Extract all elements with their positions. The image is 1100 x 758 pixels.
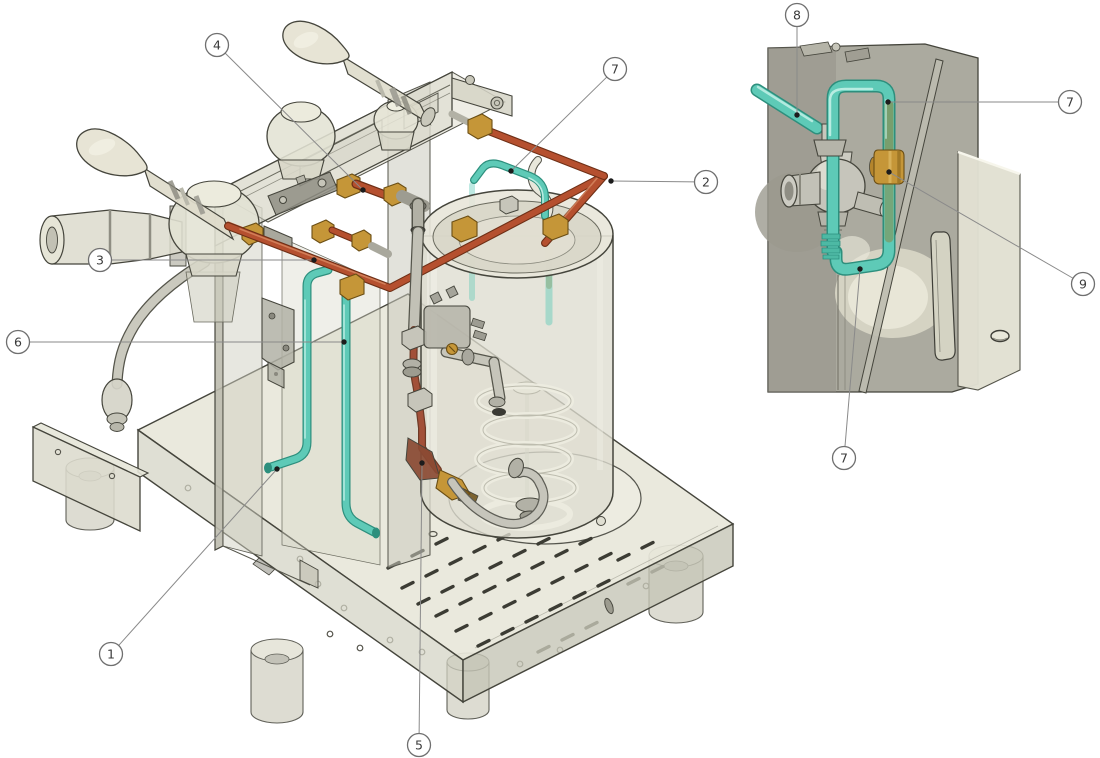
- callout-6: 6: [7, 331, 347, 354]
- callout-leader-line: [225, 53, 363, 190]
- callout-balloon: [7, 331, 30, 354]
- callout-3: 3: [89, 249, 317, 272]
- callout-number: 8: [793, 7, 801, 22]
- callout-balloon: [833, 447, 856, 470]
- callout-number: 7: [611, 61, 619, 76]
- brew-groups: [40, 21, 438, 431]
- callout-target-dot: [508, 168, 514, 174]
- callout-7: 7: [885, 91, 1081, 114]
- callout-number: 2: [702, 174, 710, 189]
- callout-leader-line: [119, 469, 277, 645]
- left-portafilter-handle: [77, 129, 233, 239]
- callout-target-dot: [886, 169, 892, 175]
- callout-target-dot: [311, 257, 317, 263]
- callout-target-dot: [885, 99, 891, 105]
- callout-balloon: [604, 58, 627, 81]
- callout-9: 9: [886, 169, 1094, 295]
- steam-wand: [102, 262, 205, 432]
- detail-brass-tee: [870, 150, 905, 184]
- callout-balloon: [1072, 273, 1095, 296]
- callout-number: 1: [107, 646, 115, 661]
- callout-target-dot: [608, 178, 614, 184]
- lower-copper-column: [402, 326, 543, 524]
- callout-leader-line: [845, 269, 860, 447]
- frame-corner-bracket: [452, 76, 512, 117]
- callout-target-dot: [341, 339, 347, 345]
- callout-balloon: [89, 249, 112, 272]
- callout-7: 7: [833, 266, 863, 469]
- side-bracket: [262, 298, 294, 388]
- pressurestat: [424, 286, 487, 355]
- callout-number: 6: [14, 334, 22, 349]
- callout-number: 9: [1079, 276, 1087, 291]
- drip-tray-front-panel: [33, 423, 148, 531]
- callout-number: 4: [213, 37, 221, 52]
- callout-number: 7: [1066, 94, 1074, 109]
- callout-balloon: [206, 34, 229, 57]
- base-skirt-right: [463, 524, 733, 702]
- callout-leader-line: [889, 172, 1073, 278]
- copper-pipes-main: [228, 114, 604, 524]
- callout-balloon: [408, 734, 431, 757]
- detail-front-panel: [958, 152, 1020, 390]
- callout-balloon: [786, 4, 809, 27]
- callout-leader-line: [611, 181, 695, 182]
- callout-balloon: [1059, 91, 1082, 114]
- left-handle-knob: [77, 129, 147, 176]
- callout-number: 3: [96, 252, 104, 267]
- callout-leader-line: [419, 463, 422, 734]
- callout-target-dot: [274, 466, 280, 472]
- callout-leader-line: [511, 77, 607, 171]
- callout-target-dot: [794, 112, 800, 118]
- callout-number: 5: [415, 737, 423, 752]
- mid-panel: [282, 238, 380, 565]
- callout-1: 1: [100, 466, 280, 665]
- right-handle-knob: [283, 21, 349, 64]
- teal-pipes-main: [264, 163, 545, 539]
- callout-balloon: [100, 643, 123, 666]
- callout-7: 7: [508, 58, 626, 174]
- callout-4: 4: [206, 34, 366, 193]
- right-group-head: [267, 102, 335, 179]
- left-side-tap: [40, 206, 186, 266]
- callout-5: 5: [408, 460, 431, 756]
- detail-view: [755, 42, 1020, 393]
- machine-base: [33, 294, 733, 723]
- callout-balloon: [695, 171, 718, 194]
- callout-target-dot: [419, 460, 425, 466]
- callout-target-dot: [857, 266, 863, 272]
- callout-2: 2: [608, 171, 717, 194]
- callout-target-dot: [360, 187, 366, 193]
- right-portafilter-handle: [283, 21, 438, 128]
- callout-layer: 1 2 3 4 5 6 7 7 7 8 9: [7, 4, 1095, 757]
- detail-teal-loop: [814, 86, 904, 269]
- callout-8: 8: [786, 4, 809, 118]
- callout-number: 7: [840, 450, 848, 465]
